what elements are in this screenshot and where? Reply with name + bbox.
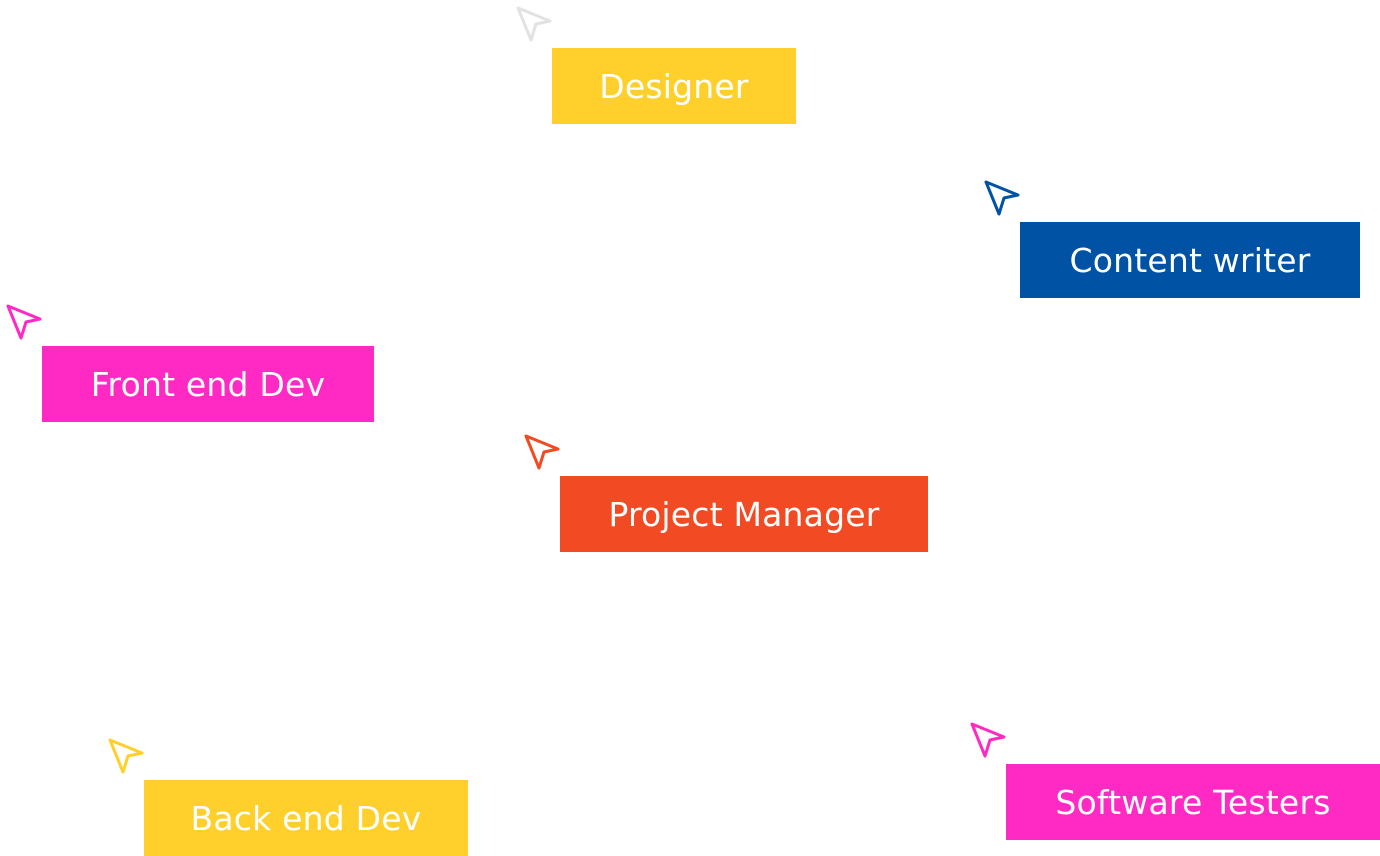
project-manager-cursor-icon bbox=[522, 432, 562, 472]
front-end-dev-label: Front end Dev bbox=[42, 346, 374, 422]
front-end-dev-cursor-icon bbox=[4, 302, 44, 342]
content-writer-cursor-icon bbox=[982, 178, 1022, 218]
back-end-dev-cursor-icon bbox=[106, 736, 146, 776]
back-end-dev-label: Back end Dev bbox=[144, 780, 468, 856]
software-testers-label: Software Testers bbox=[1006, 764, 1380, 840]
software-testers-cursor-icon bbox=[968, 720, 1008, 760]
content-writer-label: Content writer bbox=[1020, 222, 1360, 298]
project-manager-label: Project Manager bbox=[560, 476, 928, 552]
designer-label: Designer bbox=[552, 48, 796, 124]
designer-cursor-icon bbox=[514, 4, 554, 44]
